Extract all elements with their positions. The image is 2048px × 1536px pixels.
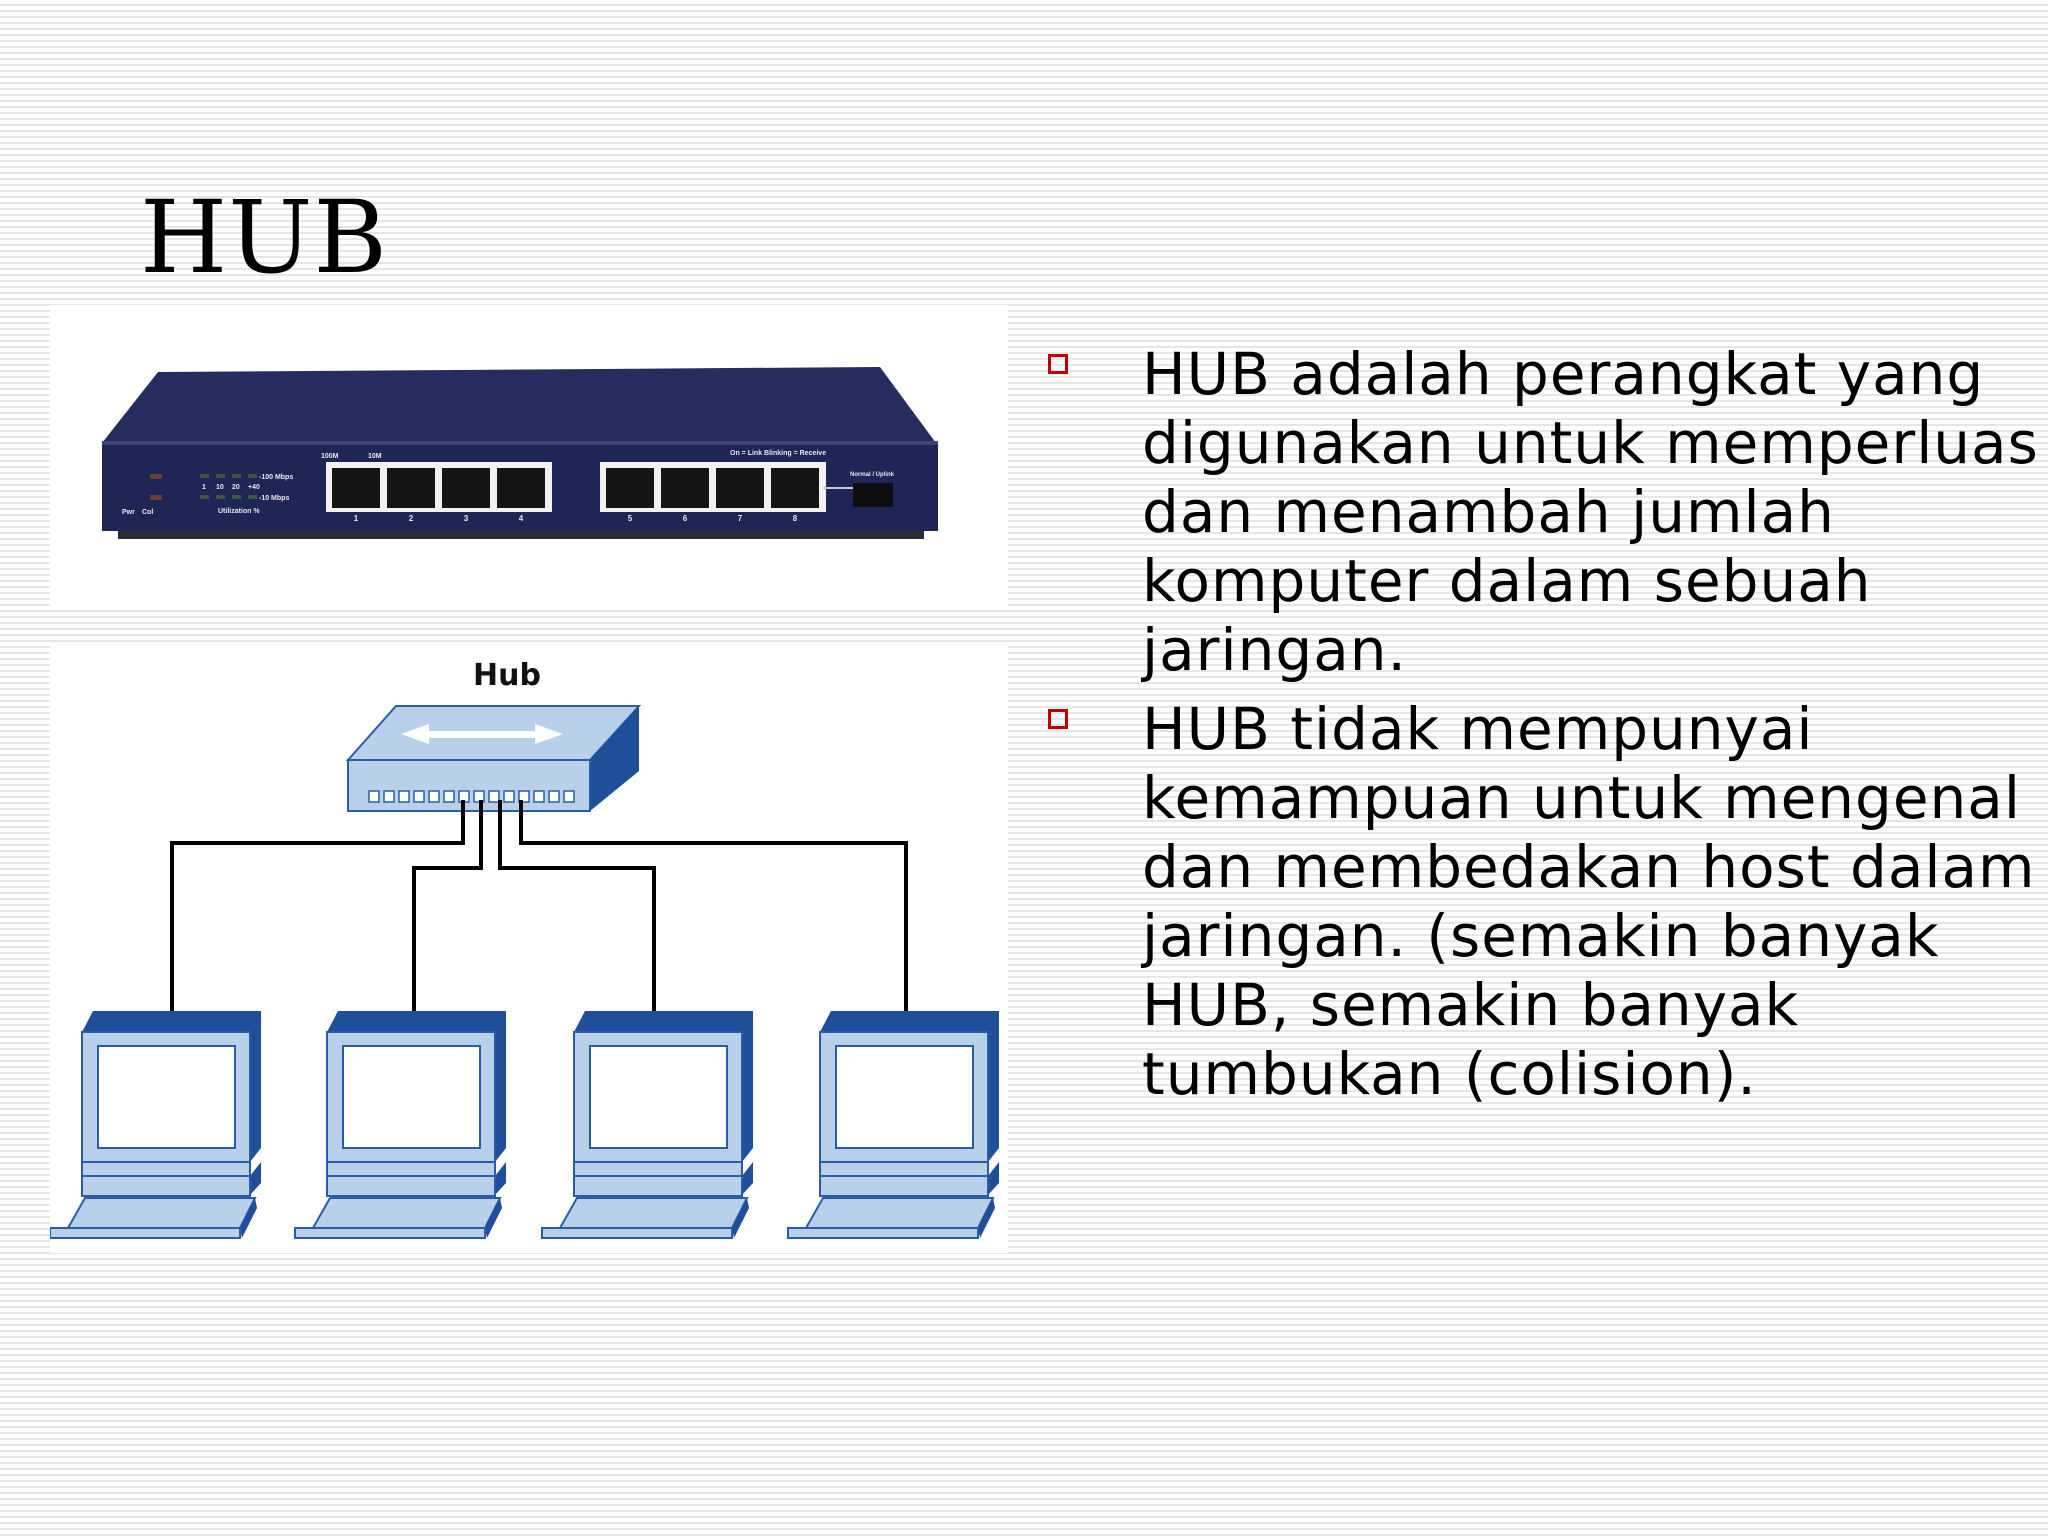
label-scale-1: 1 [202, 484, 206, 491]
port-number: 2 [409, 514, 414, 523]
rj45-port [442, 468, 490, 508]
label-collision: Col [142, 509, 153, 516]
label-uplink: Normal / Uplink [850, 472, 895, 478]
computer-icon [787, 1011, 999, 1239]
network-cables [170, 800, 908, 1011]
rj45-port [332, 468, 380, 508]
port-group-1 [326, 462, 552, 512]
port-number: 1 [354, 514, 359, 523]
port-group-2 [600, 462, 826, 512]
square-bullet-icon [1048, 709, 1068, 729]
label-utilization: Utilization % [218, 508, 260, 515]
port-number: 3 [464, 514, 469, 523]
label-rate-100: -100 Mbps [259, 474, 293, 481]
uplink-switch [853, 483, 893, 507]
port-number: 6 [683, 514, 688, 523]
hub-base [118, 531, 924, 539]
port-number: 7 [738, 514, 743, 523]
label-scale-20: 20 [232, 484, 240, 491]
port-number: 8 [793, 514, 798, 523]
hub-topology-illustration: Hub [49, 658, 999, 1239]
square-bullet-icon [1048, 354, 1068, 374]
led-indicators [150, 474, 257, 500]
label-10m: 10M [368, 453, 382, 460]
hub-icon [345, 705, 642, 812]
rj45-port [497, 468, 545, 508]
label-scale-40: +40 [248, 484, 260, 491]
rj45-port [716, 468, 764, 508]
bullet-text: HUB adalah perangkat yang digunakan untu… [1142, 340, 2039, 684]
bullet-item: HUB adalah perangkat yang digunakan untu… [1040, 340, 2040, 685]
port-number: 5 [628, 514, 633, 523]
port-number: 4 [519, 514, 524, 523]
bullet-text: HUB tidak mempunyai kemampuan untuk meng… [1142, 695, 2036, 1108]
bullet-item: HUB tidak mempunyai kemampuan untuk meng… [1040, 695, 2040, 1109]
rj45-port [661, 468, 709, 508]
label-scale-10: 10 [216, 484, 224, 491]
diagram-hub-label: Hub [473, 658, 541, 693]
slide-title: HUB [140, 179, 388, 296]
rj45-port [387, 468, 435, 508]
bullet-list: HUB adalah perangkat yang digunakan untu… [1040, 340, 2040, 1119]
computer-icon [541, 1011, 753, 1239]
label-100m: 100M [321, 453, 339, 460]
computer-icon [294, 1011, 506, 1239]
rj45-port [771, 468, 819, 508]
double-arrow-icon [401, 724, 563, 744]
hub-device-illustration: 100M 10M Pwr Col Utilization % 1 10 20 +… [102, 367, 938, 539]
computer-icon [49, 1011, 261, 1239]
rj45-port [606, 468, 654, 508]
hub-network-diagram: Hub [49, 643, 1008, 1253]
label-rate-10: -10 Mbps [259, 495, 289, 502]
label-power: Pwr [122, 509, 135, 516]
label-legend: On = Link Blinking = Receive [730, 450, 826, 457]
hub-device-photo: 100M 10M Pwr Col Utilization % 1 10 20 +… [50, 305, 1008, 610]
hub-top-panel [102, 367, 936, 443]
